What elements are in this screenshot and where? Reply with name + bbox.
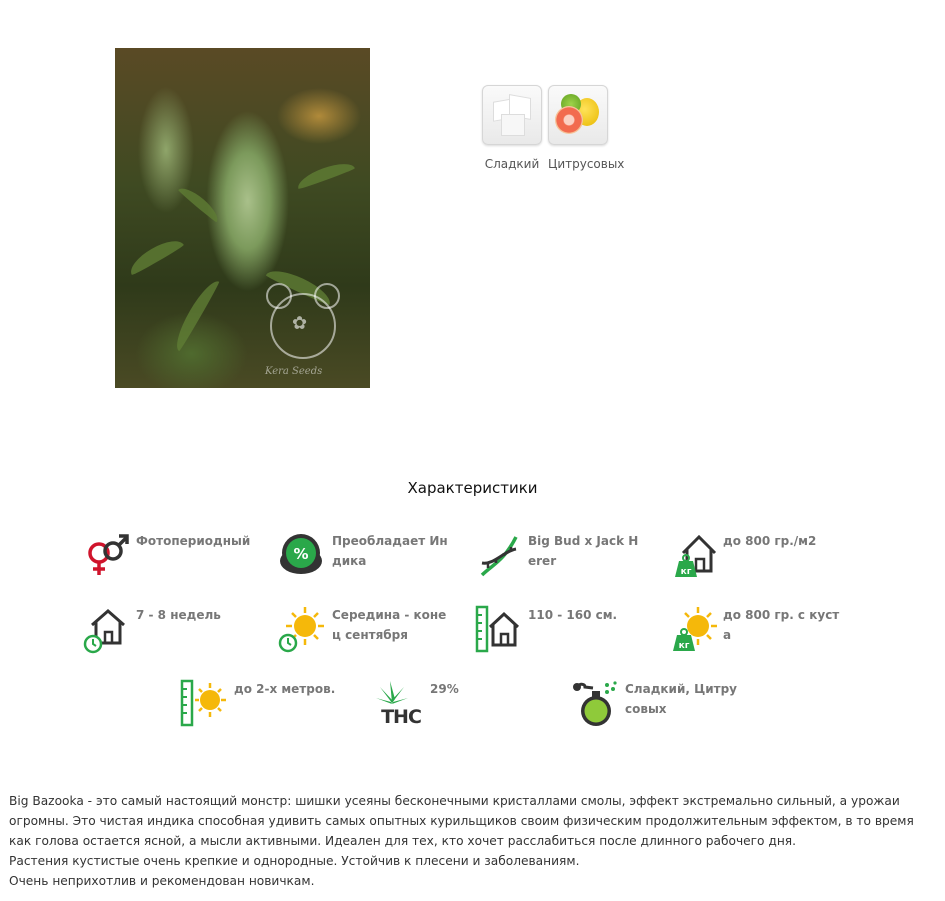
feature-outdoor-harvest: Середина - конец сентября — [278, 605, 468, 665]
feature-text: Преобладает Индика — [332, 534, 448, 568]
feature-text: до 800 гр./м2 — [723, 534, 817, 548]
outdoor-height-icon — [180, 679, 226, 727]
indica-percent-icon: % — [280, 534, 322, 574]
flavor-label: Сладкий — [484, 157, 540, 171]
feature-text: Сладкий, Цитрусовых — [625, 682, 737, 716]
product-description: Big Bazooka - это самый настоящий монстр… — [9, 791, 929, 891]
description-paragraph: Big Bazooka - это самый настоящий монстр… — [9, 794, 914, 848]
description-paragraph: Растения кустистые очень крепкие и однор… — [9, 854, 580, 868]
svg-text:кг: кг — [679, 641, 690, 651]
watermark-logo: ✿ — [266, 283, 340, 359]
feature-indica: % Преобладает Индика — [278, 531, 468, 591]
outdoor-yield-icon: кг — [673, 607, 717, 651]
feature-outdoor-height: до 2-х метров. — [180, 679, 370, 739]
feature-text: 110 - 160 см. — [528, 608, 618, 622]
description-paragraph: Очень неприхотлив и рекомендован новичка… — [9, 874, 315, 888]
feature-text: 29% — [430, 682, 459, 696]
product-photo[interactable]: ✿ Kera Seeds — [115, 48, 370, 388]
flavor-sweet[interactable]: Сладкий — [482, 85, 542, 171]
gender-icon — [88, 534, 129, 575]
sugar-cubes-icon — [482, 85, 542, 145]
feature-indoor-flowering: 7 - 8 недель — [82, 605, 272, 665]
feature-thc: THC 29% — [376, 679, 566, 739]
feature-indoor-yield: кг до 800 гр./м2 — [669, 531, 859, 591]
indoor-flowering-icon — [83, 609, 125, 654]
flavor-citrus[interactable]: Цитрусовых — [548, 85, 625, 171]
feature-text: Фотопериодный — [136, 534, 251, 548]
citrus-icon — [548, 85, 608, 145]
feature-aroma: Сладкий, Цитрусовых — [571, 679, 761, 739]
thc-icon: THC — [376, 681, 422, 728]
watermark-text: Kera Seeds — [265, 366, 323, 377]
dna-icon — [480, 536, 518, 577]
indoor-yield-icon: кг — [675, 534, 717, 577]
feature-text: до 2-х метров. — [234, 682, 336, 696]
feature-outdoor-yield: кг до 800 гр. с куста — [669, 605, 859, 665]
characteristics-title: Характеристики — [407, 479, 538, 497]
feature-indoor-height: 110 - 160 см. — [474, 605, 664, 665]
feature-genetics: Big Bud x Jack Herer — [474, 531, 664, 591]
outdoor-harvest-icon — [278, 607, 324, 653]
svg-text:%: % — [293, 545, 308, 563]
feature-text: 7 - 8 недель — [136, 608, 221, 622]
feature-text: Середина - конец сентября — [332, 608, 447, 642]
aroma-icon — [573, 681, 617, 726]
svg-text:кг: кг — [681, 567, 692, 577]
feature-text: до 800 гр. с куста — [723, 608, 840, 642]
flavor-list: Сладкий Цитрусовых — [482, 85, 625, 171]
feature-photoperiod: Фотопериодный — [82, 531, 272, 591]
indoor-height-icon — [475, 605, 520, 653]
feature-text: Big Bud x Jack Herer — [528, 534, 639, 568]
flavor-label: Цитрусовых — [548, 157, 625, 171]
svg-text:THC: THC — [381, 706, 421, 728]
